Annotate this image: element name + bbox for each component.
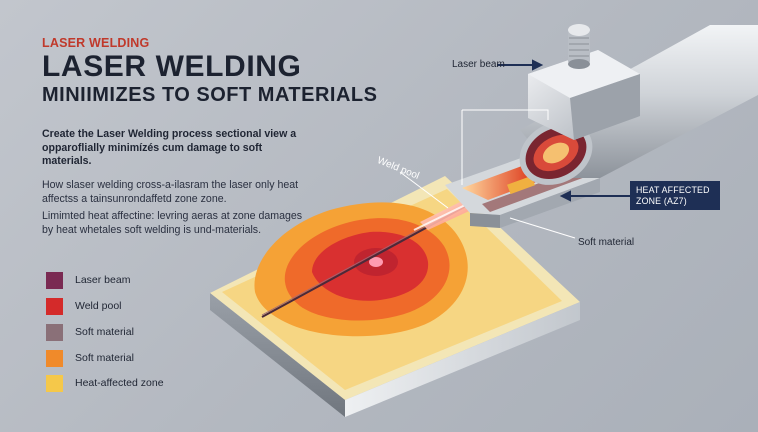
eyebrow-label: LASER WELDING xyxy=(42,36,149,50)
label-soft-material: Soft material xyxy=(578,237,634,248)
label-laser-beam: Laser beam xyxy=(452,59,505,70)
legend-item-laser-beam: Laser beam xyxy=(46,272,216,290)
page-title: LASER WELDING xyxy=(42,50,301,84)
legend-swatch xyxy=(46,324,63,341)
legend-swatch xyxy=(46,375,63,392)
legend-label: Laser beam xyxy=(75,274,130,286)
legend-label: Soft material xyxy=(75,326,134,338)
legend-item-soft-material: Soft material xyxy=(46,324,216,342)
legend-label: Heat-affected zone xyxy=(75,377,164,389)
legend-item-soft-material-2: Soft material xyxy=(46,350,216,368)
legend-swatch xyxy=(46,298,63,315)
legend-item-weld-pool: Weld pool xyxy=(46,298,216,316)
legend-label: Soft material xyxy=(75,352,134,364)
legend-swatch xyxy=(46,350,63,367)
legend-label: Weld pool xyxy=(75,300,122,312)
detail-paragraph: Limimted heat affectine: levring aeras a… xyxy=(42,210,312,237)
intro-paragraph: Create the Laser Welding process section… xyxy=(42,128,312,169)
heat-affected-zone-callout: HEAT AFFECTED ZONE (AZ7) xyxy=(630,181,720,210)
legend-swatch xyxy=(46,272,63,289)
legend-item-heat-affected-zone: Heat-affected zone xyxy=(46,375,216,393)
description-paragraph: How slaser welding cross-a-ilasram the l… xyxy=(42,179,304,206)
page-subtitle: MINIIMIZES TO SOFT MATERIALS xyxy=(42,84,377,107)
